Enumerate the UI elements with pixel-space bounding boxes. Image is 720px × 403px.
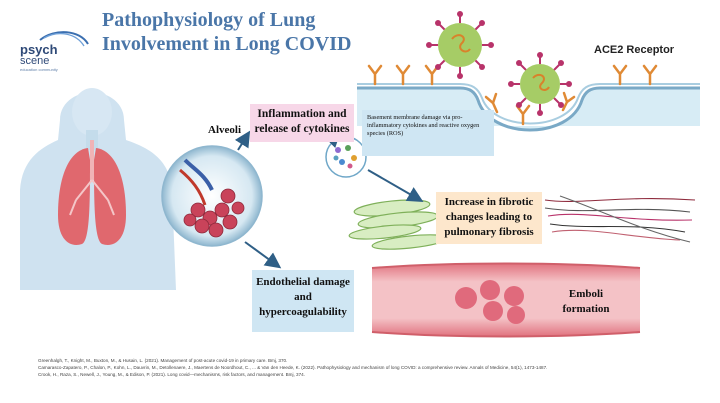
lung-body-icon: [20, 88, 176, 290]
inflammation-line-2: release of cytokines: [254, 123, 350, 135]
cytokine-cell-icon: [325, 136, 367, 178]
emboli-line-1: Emboli: [568, 288, 604, 300]
ace2-receptor-label: ACE2 Receptor: [594, 44, 675, 56]
fibrotic-line-1: Increase in fibrotic: [444, 196, 534, 208]
emboli-icon: [455, 280, 525, 324]
title-line-2: Involvement in Long COVID: [102, 33, 352, 55]
logo-word-scene: scene: [20, 55, 50, 67]
endothelial-line-2: and: [294, 291, 312, 303]
reference-item: Greenhalgh, T., Knight, M., Buxton, M., …: [38, 358, 288, 363]
inflammation-line-1: Inflammation and: [257, 108, 347, 120]
virus-icon: [426, 11, 572, 116]
fibrotic-line-3: pulmonary fibrosis: [444, 226, 534, 238]
fibrosis-fibers-icon: [544, 195, 696, 243]
fibroblast-icon: [348, 199, 449, 250]
inflammation-box: Inflammation and release of cytokines: [250, 104, 354, 142]
reference-item: Crook, H., Raza, S., Newell, J., Young, …: [38, 372, 305, 377]
reference-item: Camarasco-Zapatero, P., Chalon, P., Kohn…: [38, 365, 548, 370]
logo-word-psych: psych: [20, 42, 58, 57]
logo-tagline: education community: [20, 67, 58, 72]
fibrotic-line-2: changes leading to: [445, 211, 533, 223]
emboli-line-2: formation: [562, 303, 610, 315]
ace2-receptor-icon: [367, 64, 658, 126]
page-title: Pathophysiology of Lung Involvement in L…: [102, 8, 372, 56]
references: Greenhalgh, T., Knight, M., Buxton, M., …: [38, 357, 698, 378]
alveoli-label: Alveoli: [208, 124, 241, 136]
fibrotic-changes-box: Increase in fibrotic changes leading to …: [436, 192, 542, 244]
endothelial-line-1: Endothelial damage: [256, 276, 350, 288]
emboli-label: Emboli formation: [556, 287, 616, 317]
logo-icon: [39, 31, 89, 47]
basement-membrane-box: Basement membrane damage via pro-inflamm…: [362, 110, 494, 156]
endothelial-line-3: hypercoagulability: [259, 306, 347, 318]
alveoli-icon: [161, 145, 263, 247]
title-line-1: Pathophysiology of Lung: [102, 9, 316, 31]
endothelial-damage-box: Endothelial damage and hypercoagulabilit…: [252, 270, 354, 332]
